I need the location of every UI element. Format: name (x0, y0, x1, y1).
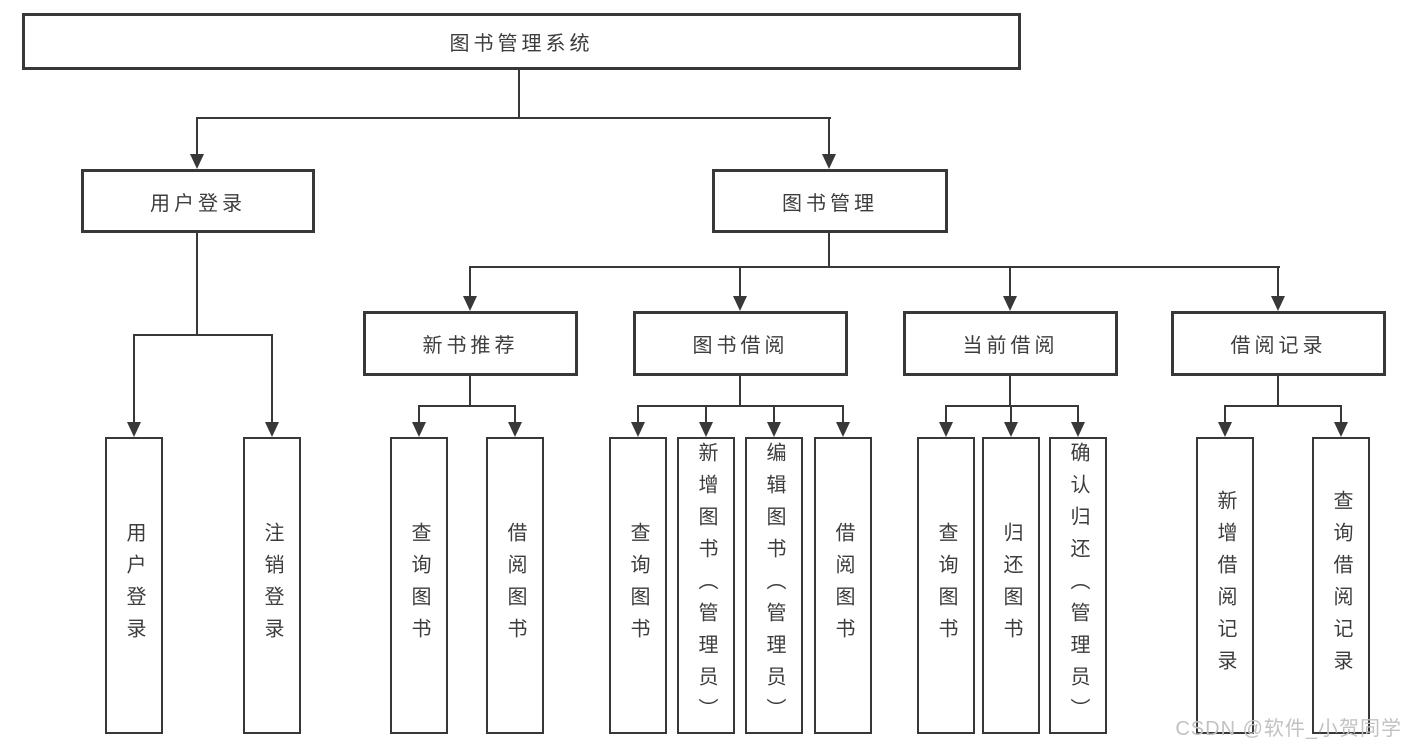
connector-vline (514, 405, 516, 422)
leaf-label: 借阅图书 (832, 521, 854, 650)
leaf-add-books-admin: 新增图书（管理员） (677, 437, 735, 734)
arrow-down-icon (1004, 422, 1018, 437)
arrow-down-icon (822, 154, 836, 169)
connector-vline (739, 266, 741, 296)
connector-vline (1009, 266, 1011, 296)
leaf-label: 确认归还（管理员） (1067, 441, 1089, 730)
leaf-label: 归还图书 (1000, 521, 1022, 650)
connector-hline (196, 117, 831, 119)
arrow-down-icon (1218, 422, 1232, 437)
connector-hline (637, 405, 844, 407)
connector-vline (1010, 405, 1012, 422)
leaf-label: 借阅图书 (504, 521, 526, 650)
csdn-watermark: CSDN @软件_小贺同学 (1175, 718, 1402, 740)
arrow-down-icon (767, 422, 781, 437)
connector-hline (133, 334, 273, 336)
leaf-query-borrow-record: 查询借阅记录 (1312, 437, 1370, 734)
arrow-down-icon (265, 422, 279, 437)
node-library-system: 图书管理系统 (22, 13, 1021, 70)
node-label: 用户登录 (150, 192, 246, 215)
connector-hline (469, 266, 1280, 268)
arrow-down-icon (1071, 422, 1085, 437)
node-new-book-recommendation: 新书推荐 (363, 311, 578, 376)
connector-vline (271, 334, 273, 422)
connector-vline (1077, 405, 1079, 422)
node-book-borrowing: 图书借阅 (633, 311, 848, 376)
leaf-label: 查询借阅记录 (1330, 489, 1352, 682)
leaf-label: 用户登录 (123, 521, 145, 650)
arrow-down-icon (127, 422, 141, 437)
connector-vline (1277, 266, 1279, 296)
leaf-query-books-borrow: 查询图书 (609, 437, 667, 734)
connector-vline (739, 376, 741, 405)
leaf-confirm-return-admin: 确认归还（管理员） (1049, 437, 1107, 734)
node-borrowing-records: 借阅记录 (1171, 311, 1386, 376)
leaf-add-borrow-record: 新增借阅记录 (1196, 437, 1254, 734)
leaf-label: 编辑图书（管理员） (763, 441, 785, 730)
connector-vline (196, 233, 198, 334)
node-label: 图书管理系统 (449, 33, 594, 55)
connector-vline (945, 405, 947, 422)
arrow-down-icon (836, 422, 850, 437)
leaf-logout: 注销登录 (243, 437, 301, 734)
leaf-label: 注销登录 (261, 521, 283, 650)
connector-vline (637, 405, 639, 422)
arrow-down-icon (1003, 296, 1017, 311)
arrow-down-icon (699, 422, 713, 437)
leaf-user-login: 用户登录 (105, 437, 163, 734)
leaf-label: 查询图书 (408, 521, 430, 650)
node-label: 图书借阅 (692, 335, 789, 357)
connector-vline (1009, 376, 1011, 405)
connector-vline (828, 233, 830, 266)
connector-vline (1340, 405, 1342, 422)
leaf-label: 查询图书 (627, 521, 649, 650)
node-label: 新书推荐 (422, 335, 519, 357)
node-current-borrowing: 当前借阅 (903, 311, 1118, 376)
arrow-down-icon (1334, 422, 1348, 437)
connector-vline (196, 117, 198, 154)
leaf-label: 新增借阅记录 (1214, 489, 1236, 682)
connector-hline (418, 405, 516, 407)
arrow-down-icon (463, 296, 477, 311)
arrow-down-icon (631, 422, 645, 437)
connector-vline (828, 117, 830, 154)
leaf-query-books-recommend: 查询图书 (390, 437, 448, 734)
node-label: 图书管理 (782, 192, 878, 215)
leaf-query-books-current: 查询图书 (917, 437, 975, 734)
connector-hline (1224, 405, 1342, 407)
connector-vline (133, 334, 135, 422)
connector-vline (1277, 376, 1279, 405)
node-label: 借阅记录 (1230, 335, 1327, 357)
connector-vline (1224, 405, 1226, 422)
connector-vline (469, 376, 471, 405)
leaf-label: 新增图书（管理员） (695, 441, 717, 730)
connector-vline (418, 405, 420, 422)
arrow-down-icon (412, 422, 426, 437)
leaf-return-books: 归还图书 (982, 437, 1040, 734)
node-label: 当前借阅 (962, 335, 1059, 357)
arrow-down-icon (508, 422, 522, 437)
arrow-down-icon (190, 154, 204, 169)
node-user-login: 用户登录 (81, 169, 315, 233)
leaf-label: 查询图书 (935, 521, 957, 650)
connector-vline (518, 70, 520, 117)
connector-vline (705, 405, 707, 422)
connector-vline (469, 266, 471, 296)
connector-vline (773, 405, 775, 422)
arrow-down-icon (733, 296, 747, 311)
arrow-down-icon (939, 422, 953, 437)
node-book-management: 图书管理 (712, 169, 948, 233)
leaf-edit-books-admin: 编辑图书（管理员） (745, 437, 803, 734)
arrow-down-icon (1271, 296, 1285, 311)
connector-vline (842, 405, 844, 422)
leaf-borrow-books: 借阅图书 (814, 437, 872, 734)
connector-hline (945, 405, 1079, 407)
leaf-borrow-books-recommend: 借阅图书 (486, 437, 544, 734)
